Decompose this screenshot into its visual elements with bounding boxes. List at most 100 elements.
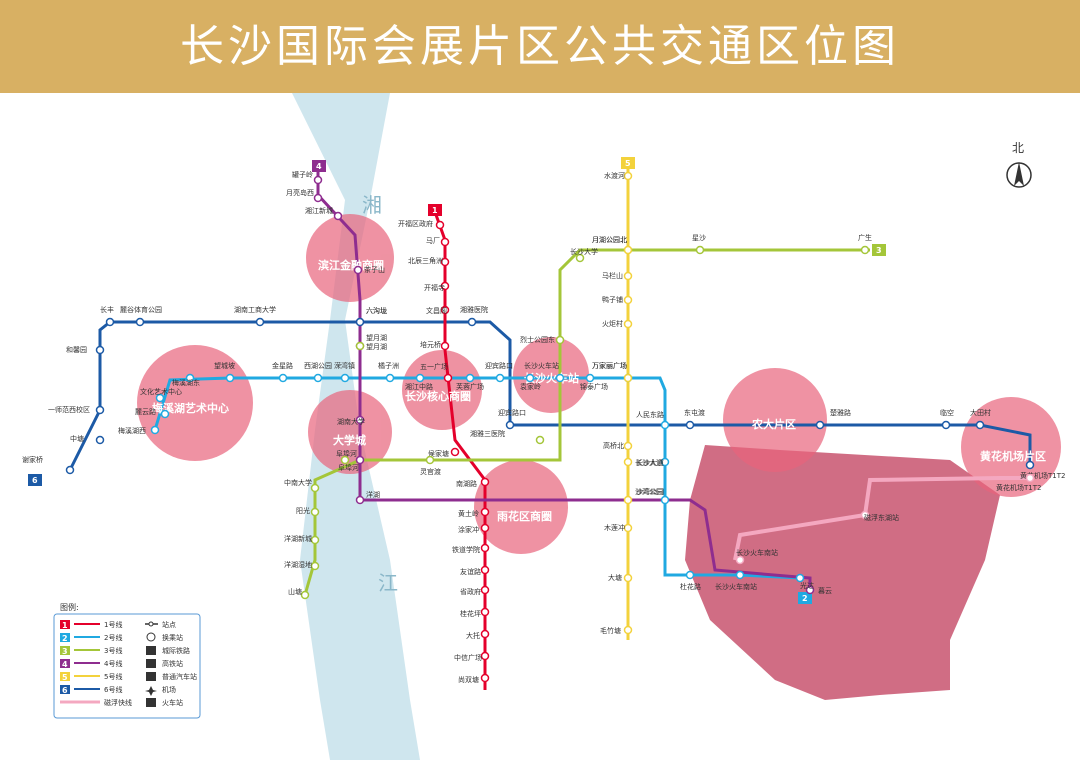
station-dot	[860, 245, 870, 255]
line-6-path	[68, 320, 1032, 471]
area-label-airport: 黄花机场片区	[980, 449, 1046, 463]
station-label: 光达	[800, 581, 814, 590]
station-label: 文化艺术中心	[140, 387, 182, 396]
station-label: 洋湖	[366, 490, 380, 499]
station-label: 中信广场	[454, 653, 482, 662]
station-dot	[278, 373, 288, 383]
area-circles	[137, 214, 1061, 554]
station-dot	[443, 373, 453, 383]
station-label: 湘江新城	[305, 206, 333, 215]
station-label: 木莲冲	[604, 523, 625, 532]
station-dot	[310, 561, 320, 571]
station-dot	[150, 425, 160, 435]
area-circle-daxuecheng	[308, 390, 392, 474]
legend: 图例: 1 1号线 2 2号线 3 3号线 4 4号线 5 5号线 6 6号线 …	[53, 602, 201, 719]
svg-text:6号线: 6号线	[104, 685, 122, 694]
stations-maglev[interactable]: 长沙火车南站 磁浮东湖站 黄花机场T1T2	[735, 473, 1041, 565]
station-label: 湘雅医院	[460, 305, 488, 314]
station-dot	[623, 523, 633, 533]
station-dot	[795, 573, 805, 583]
station-dot	[815, 420, 825, 430]
area-label-yuhua: 雨花区商圈	[497, 509, 552, 523]
station-dot	[623, 441, 633, 451]
area-label-binjiang: 滨江金融商圈	[318, 258, 384, 272]
badge-line-5	[621, 157, 635, 169]
station-dot	[525, 373, 535, 383]
station-label: 鸭子铺	[602, 295, 623, 304]
station-label: 沙湾公园	[635, 487, 663, 496]
station-label: 长丰	[100, 305, 114, 314]
station-dot	[535, 435, 545, 445]
station-dot	[440, 281, 450, 291]
bus-station-icon	[146, 672, 156, 681]
station-dot	[155, 393, 165, 403]
station-dot	[310, 483, 320, 493]
station-dot	[313, 373, 323, 383]
svg-text:机场: 机场	[162, 685, 176, 694]
line-badges: 4 1 5 3 6 2	[28, 157, 886, 604]
station-dot	[505, 420, 515, 430]
station-dot	[300, 590, 310, 600]
stations-line-1[interactable]: 开福区政府 马厂 北辰三角洲 开福寺 文昌阁 培元桥 五一广场 侯家塘 南湖路 …	[398, 219, 490, 684]
stations-line-6[interactable]: 谢家桥 中塘 一师范西校区 和馨园 长丰 麓谷体育公园 湖南工商大学 六沟垅 湘…	[22, 305, 1065, 480]
station-label: 友谊路	[460, 567, 481, 576]
area-label-daxuecheng: 大学城	[333, 433, 366, 447]
station-label: 西湖公园	[304, 361, 332, 370]
title-bar: 长沙国际会展片区公共交通区位图	[0, 0, 1080, 93]
station-dot	[623, 319, 633, 329]
station-label: 黄土岭	[458, 509, 479, 518]
station-label: 东屯渡	[684, 408, 705, 417]
badge-line-3	[872, 244, 886, 256]
station-label: 长沙大学	[570, 247, 598, 256]
station-dot	[660, 495, 670, 505]
station-label: 北辰三角洲	[408, 256, 443, 265]
svg-text:1: 1	[62, 621, 68, 630]
high-speed-rail-icon	[146, 659, 156, 668]
station-label: 灵官渡	[420, 467, 441, 476]
area-circle-airport	[961, 397, 1061, 497]
station-dot	[623, 245, 633, 255]
station-label: 望城坡	[214, 361, 235, 370]
station-label: 山塘	[288, 587, 302, 596]
station-label: 湘江中路	[405, 382, 433, 391]
svg-text:4号线: 4号线	[104, 659, 122, 668]
station-dot	[310, 507, 320, 517]
station-label: 中塘	[70, 434, 84, 443]
stations-line-4[interactable]: 罐子岭 月亮岛西 湘江新城 茶子山 六沟垅 望月湖 湖南大学 阜埠河 洋湖 暮云	[286, 170, 832, 595]
station-label: 一师范西校区	[48, 405, 90, 414]
stations-line-5[interactable]: 水渡河 月湖公园北 马栏山 鸭子铺 火炬村 万家丽广场 高桥北 长沙大道 沙湾公…	[592, 171, 663, 635]
svg-text:换乘站: 换乘站	[162, 633, 183, 642]
station-label: 铁道学院	[452, 545, 480, 554]
svg-text:6: 6	[32, 476, 38, 485]
legend-line-rows: 1 1号线 2 2号线 3 3号线 4 4号线 5 5号线 6 6号线 磁浮快线	[60, 620, 132, 707]
station-dot	[450, 447, 460, 457]
station-dot	[480, 477, 490, 487]
legend-box	[53, 613, 201, 719]
badge-line-2	[798, 592, 812, 604]
station-label: 谢家桥	[22, 455, 43, 464]
train-station-icon	[146, 698, 156, 707]
station-label: 开福寺	[424, 283, 445, 292]
line-4-path	[316, 168, 812, 590]
svg-text:3: 3	[62, 647, 68, 656]
station-label: 湖南大学	[337, 417, 365, 426]
station-label: 洋湖湿地	[284, 560, 312, 569]
compass-needle-icon	[1014, 162, 1024, 186]
station-dot	[480, 651, 490, 661]
station-label: 长沙火车南站	[715, 582, 757, 591]
station-dot	[623, 295, 633, 305]
station-label: 桂花坪	[460, 609, 481, 618]
station-dot	[735, 555, 745, 565]
station-dot	[623, 373, 633, 383]
station-dot	[1025, 460, 1035, 470]
station-dot	[695, 245, 705, 255]
area-circle-core	[402, 350, 482, 430]
stations-line-3[interactable]: 山塘 洋湖湿地 洋湖新城 阳光 中南大学 灵官渡 阜埠河 望月湖 湘雅三医院 烈…	[284, 233, 872, 600]
station-dot	[467, 317, 477, 327]
station-dot	[355, 341, 365, 351]
station-dot	[465, 373, 475, 383]
station-label: 南湖路	[456, 479, 477, 488]
station-label: 广生	[858, 233, 872, 242]
station-dot	[555, 373, 565, 383]
